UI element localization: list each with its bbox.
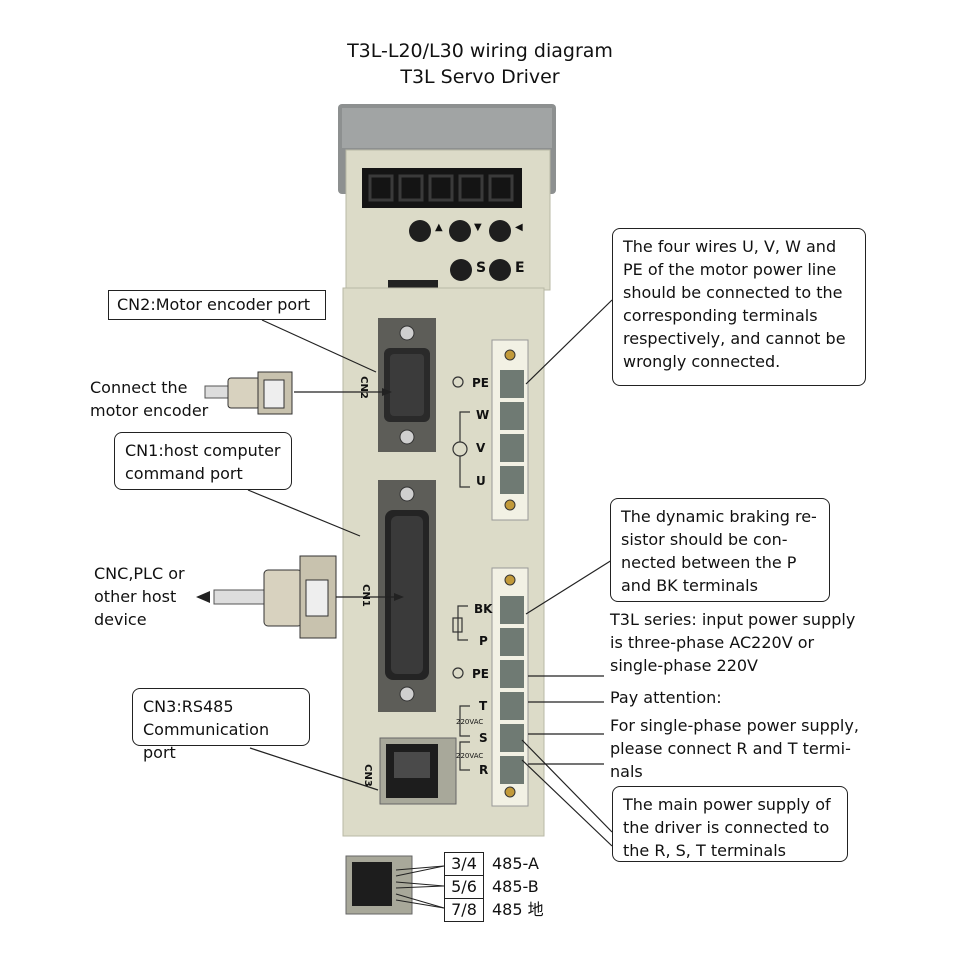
attention-text: Pay attention:	[610, 688, 722, 707]
motor-terminal-pe: PE	[472, 376, 489, 390]
braking-resistor-callout: The dynamic braking re- sistor should be…	[610, 498, 830, 602]
motor-terminal-w: W	[476, 408, 490, 422]
cn1-callout: CN1:host computer command port	[114, 432, 292, 490]
voltage-label-ts: 220VAC	[456, 718, 484, 726]
button-up	[409, 220, 431, 242]
pin-signal: 485 地	[492, 900, 544, 919]
diagram-subtitle: T3L Servo Driver	[400, 66, 560, 88]
button-enter	[489, 259, 511, 281]
pin-number: 5/6	[444, 875, 484, 899]
single-phase-text: For single-phase power supply, please co…	[610, 716, 859, 781]
rs485-pin-row: 3/4 485-A	[444, 852, 539, 876]
enter-button-label: E	[515, 260, 525, 276]
main-power-callout: The main power supply of the driver is c…	[612, 786, 848, 862]
left-arrow-icon: ◀	[515, 222, 523, 233]
led-display	[362, 168, 522, 208]
pin-signal: 485-B	[492, 877, 539, 896]
button-set	[450, 259, 472, 281]
down-arrow-icon: ▼	[474, 222, 482, 233]
power-terminal-t: T	[479, 699, 488, 713]
pin-signal: 485-A	[492, 854, 539, 873]
power-terminal-p: P	[479, 634, 488, 648]
cn2-port-label: CN2	[357, 376, 369, 399]
rs485-pin-row: 5/6 485-B	[444, 875, 539, 899]
power-terminal-pe: PE	[472, 667, 489, 681]
connect-encoder-text: Connect the motor encoder	[90, 378, 209, 420]
host-device-text: CNC,PLC or other host device	[94, 564, 185, 629]
button-down	[449, 220, 471, 242]
cn3-port-label: CN3	[361, 764, 373, 787]
rs485-pin-row: 7/8 485 地	[444, 898, 544, 922]
motor-terminal-u: U	[476, 474, 486, 488]
encoder-plug	[204, 371, 293, 415]
set-button-label: S	[476, 260, 487, 276]
power-terminal-bk: BK	[474, 602, 493, 616]
pin-number: 7/8	[444, 898, 484, 922]
up-arrow-icon: ▲	[435, 222, 443, 233]
host-db-plug	[213, 555, 337, 639]
input-power-text: T3L series: input power supply is three-…	[610, 610, 856, 675]
cn2-callout: CN2:Motor encoder port	[108, 290, 326, 320]
diagram-title: T3L-L20/L30 wiring diagram	[347, 40, 613, 62]
voltage-label-sr: 220VAC	[456, 752, 484, 760]
motor-terminal-v: V	[476, 441, 486, 455]
cn3-callout: CN3:RS485 Communication port	[132, 688, 310, 762]
motor-power-callout: The four wires U, V, W and PE of the mot…	[612, 228, 866, 386]
cn1-port-label: CN1	[359, 584, 371, 607]
button-left	[489, 220, 511, 242]
power-terminal-s: S	[479, 731, 488, 745]
pin-number: 3/4	[444, 852, 484, 876]
power-terminal-r: R	[479, 763, 489, 777]
